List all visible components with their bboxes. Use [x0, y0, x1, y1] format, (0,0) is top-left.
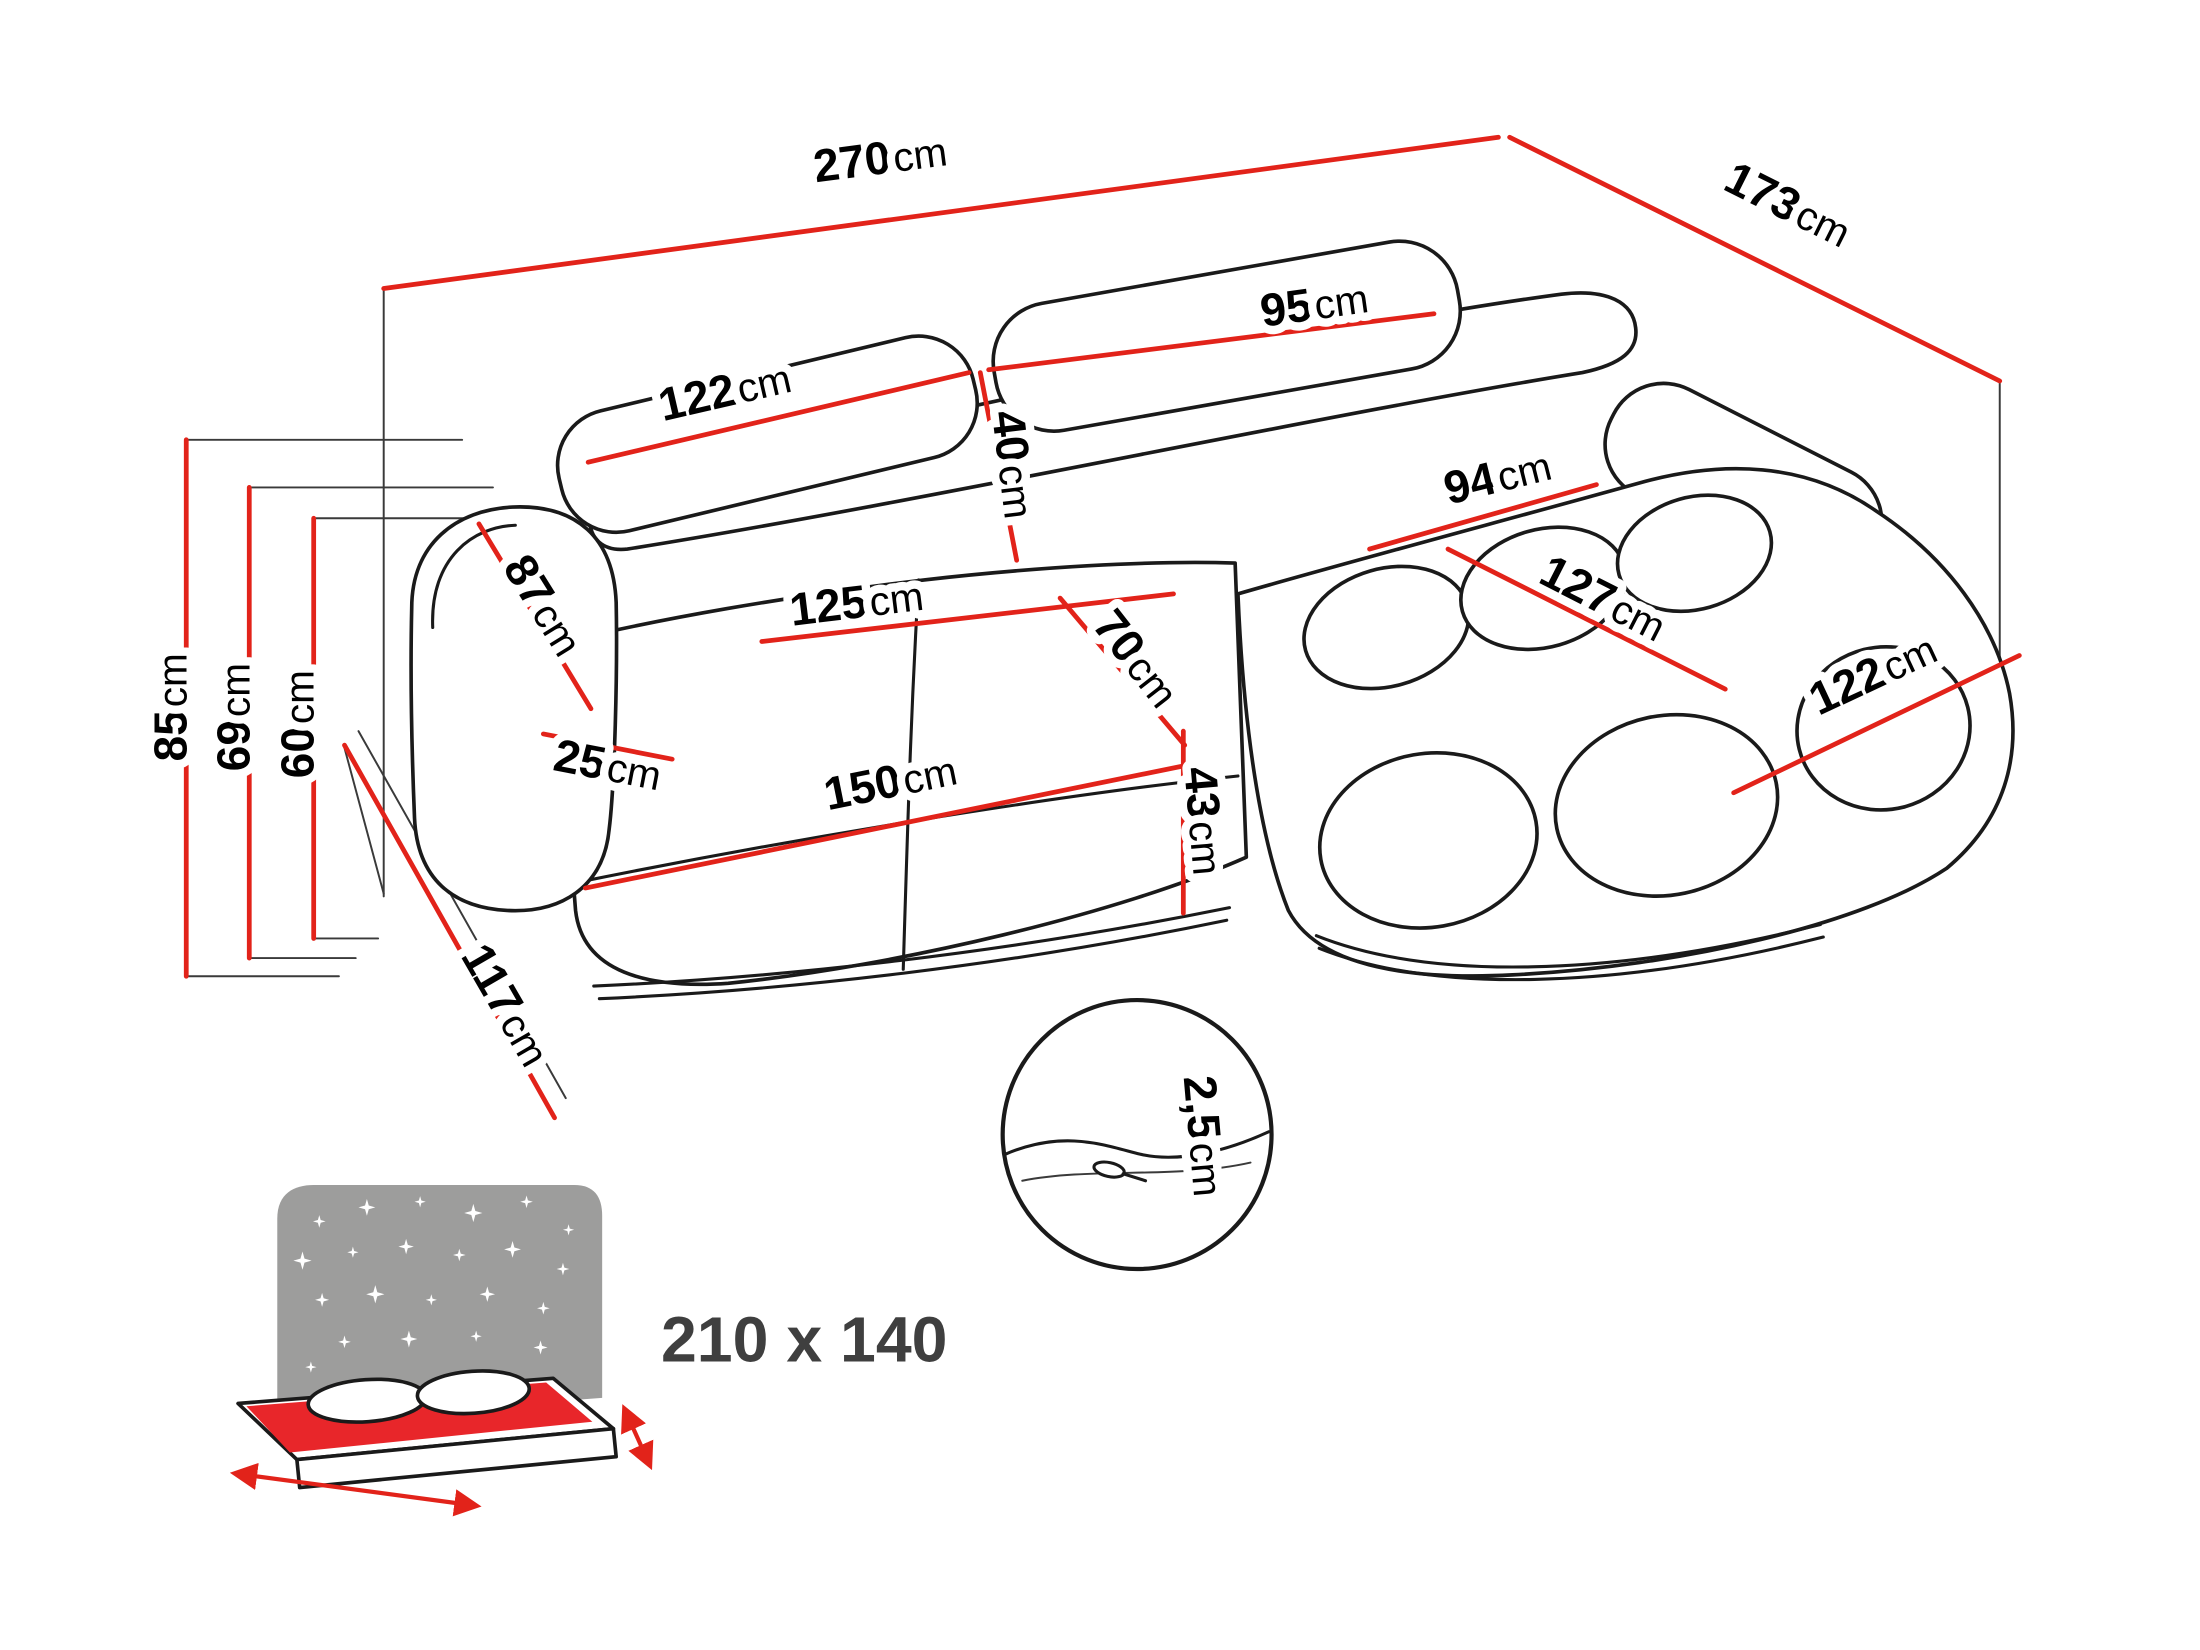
chaise-bubbles: [1302, 493, 1972, 930]
plinth-seam-left-bottom: [597, 918, 1229, 1001]
dim-line-seat-front-width: [582, 760, 1199, 891]
perspective-guides: [185, 287, 2001, 1100]
dim-line-seat-section-width: [1057, 595, 1188, 748]
detail-seam-line: [1003, 1130, 1271, 1159]
dim-label-leg-detail: 2,5cm: [1174, 1073, 1236, 1198]
left-armrest-seam: [431, 523, 517, 630]
back-cushion-left: [555, 334, 980, 535]
bed-pillow-right: [415, 1369, 532, 1416]
chaise-bubble-top-3: [1615, 493, 1774, 614]
zipper-cord: [1121, 1172, 1148, 1183]
dim-line-chaise-back-width: [1367, 482, 1599, 552]
sofa-seat-base: [563, 560, 1249, 987]
detail-circle-icon: [1000, 997, 1274, 1272]
dim-line-back-cushion-right: [986, 311, 1437, 373]
detail-seam-shadow: [1021, 1161, 1252, 1182]
sofa-illustration: [409, 239, 2015, 1001]
dim-line-overall-depth: [1507, 134, 2003, 384]
dim-line-chaise-length: [1445, 546, 1728, 692]
dim-line-chaise-front-width: [1731, 653, 2022, 796]
chaise-bubble-front-1: [1317, 750, 1539, 930]
chaise-bubble-front-2: [1553, 712, 1780, 898]
dimension-lines: [183, 134, 2022, 1121]
leg-detail-circle: 2,5cm: [1000, 997, 1274, 1272]
left-armrest: [409, 505, 619, 913]
dim-label-height-armrest: 60cm: [272, 670, 324, 778]
plinth-seam-chaise-top: [1314, 922, 1823, 969]
dim-label-base-depth: 117cm: [451, 935, 562, 1075]
dim-line-seat-depth: [759, 591, 1176, 644]
bed-headboard: [277, 1184, 603, 1412]
dim-line-armrest-width: [540, 731, 675, 762]
chaise-bubble-front-3: [1795, 644, 1972, 812]
dim-line-base-depth: [342, 742, 557, 1121]
plinth-seam-chaise-bottom: [1317, 935, 1825, 982]
sleeping-area-label: 210 x 140: [661, 1303, 948, 1375]
dim-label-overall-depth: 173cm: [1717, 151, 1860, 257]
dim-line-back-cushion-height: [977, 370, 1020, 563]
dim-label-height-overall: 85cm: [144, 653, 196, 761]
back-cushion-right: [991, 239, 1463, 433]
dim-line-overall-width: [381, 134, 1501, 291]
base-plinth-seams: [592, 906, 1825, 1001]
dim-label-height-backrest: 69cm: [207, 663, 259, 771]
bed-width-arrow: [229, 1462, 482, 1517]
plinth-seam-left-top: [592, 906, 1232, 988]
sofa-bed-icon: 210 x 140: [229, 1184, 948, 1517]
seat-tuft-seam: [901, 578, 921, 971]
guide-depth-parallel: [357, 730, 567, 1100]
guide-floor-corner: [343, 746, 385, 895]
dim-label-overall-width: 270cm: [810, 123, 950, 192]
bed-depth-arrow: [621, 1404, 654, 1471]
dim-line-back-cushion-left: [585, 370, 972, 465]
dim-line-armrest-length: [476, 521, 594, 712]
